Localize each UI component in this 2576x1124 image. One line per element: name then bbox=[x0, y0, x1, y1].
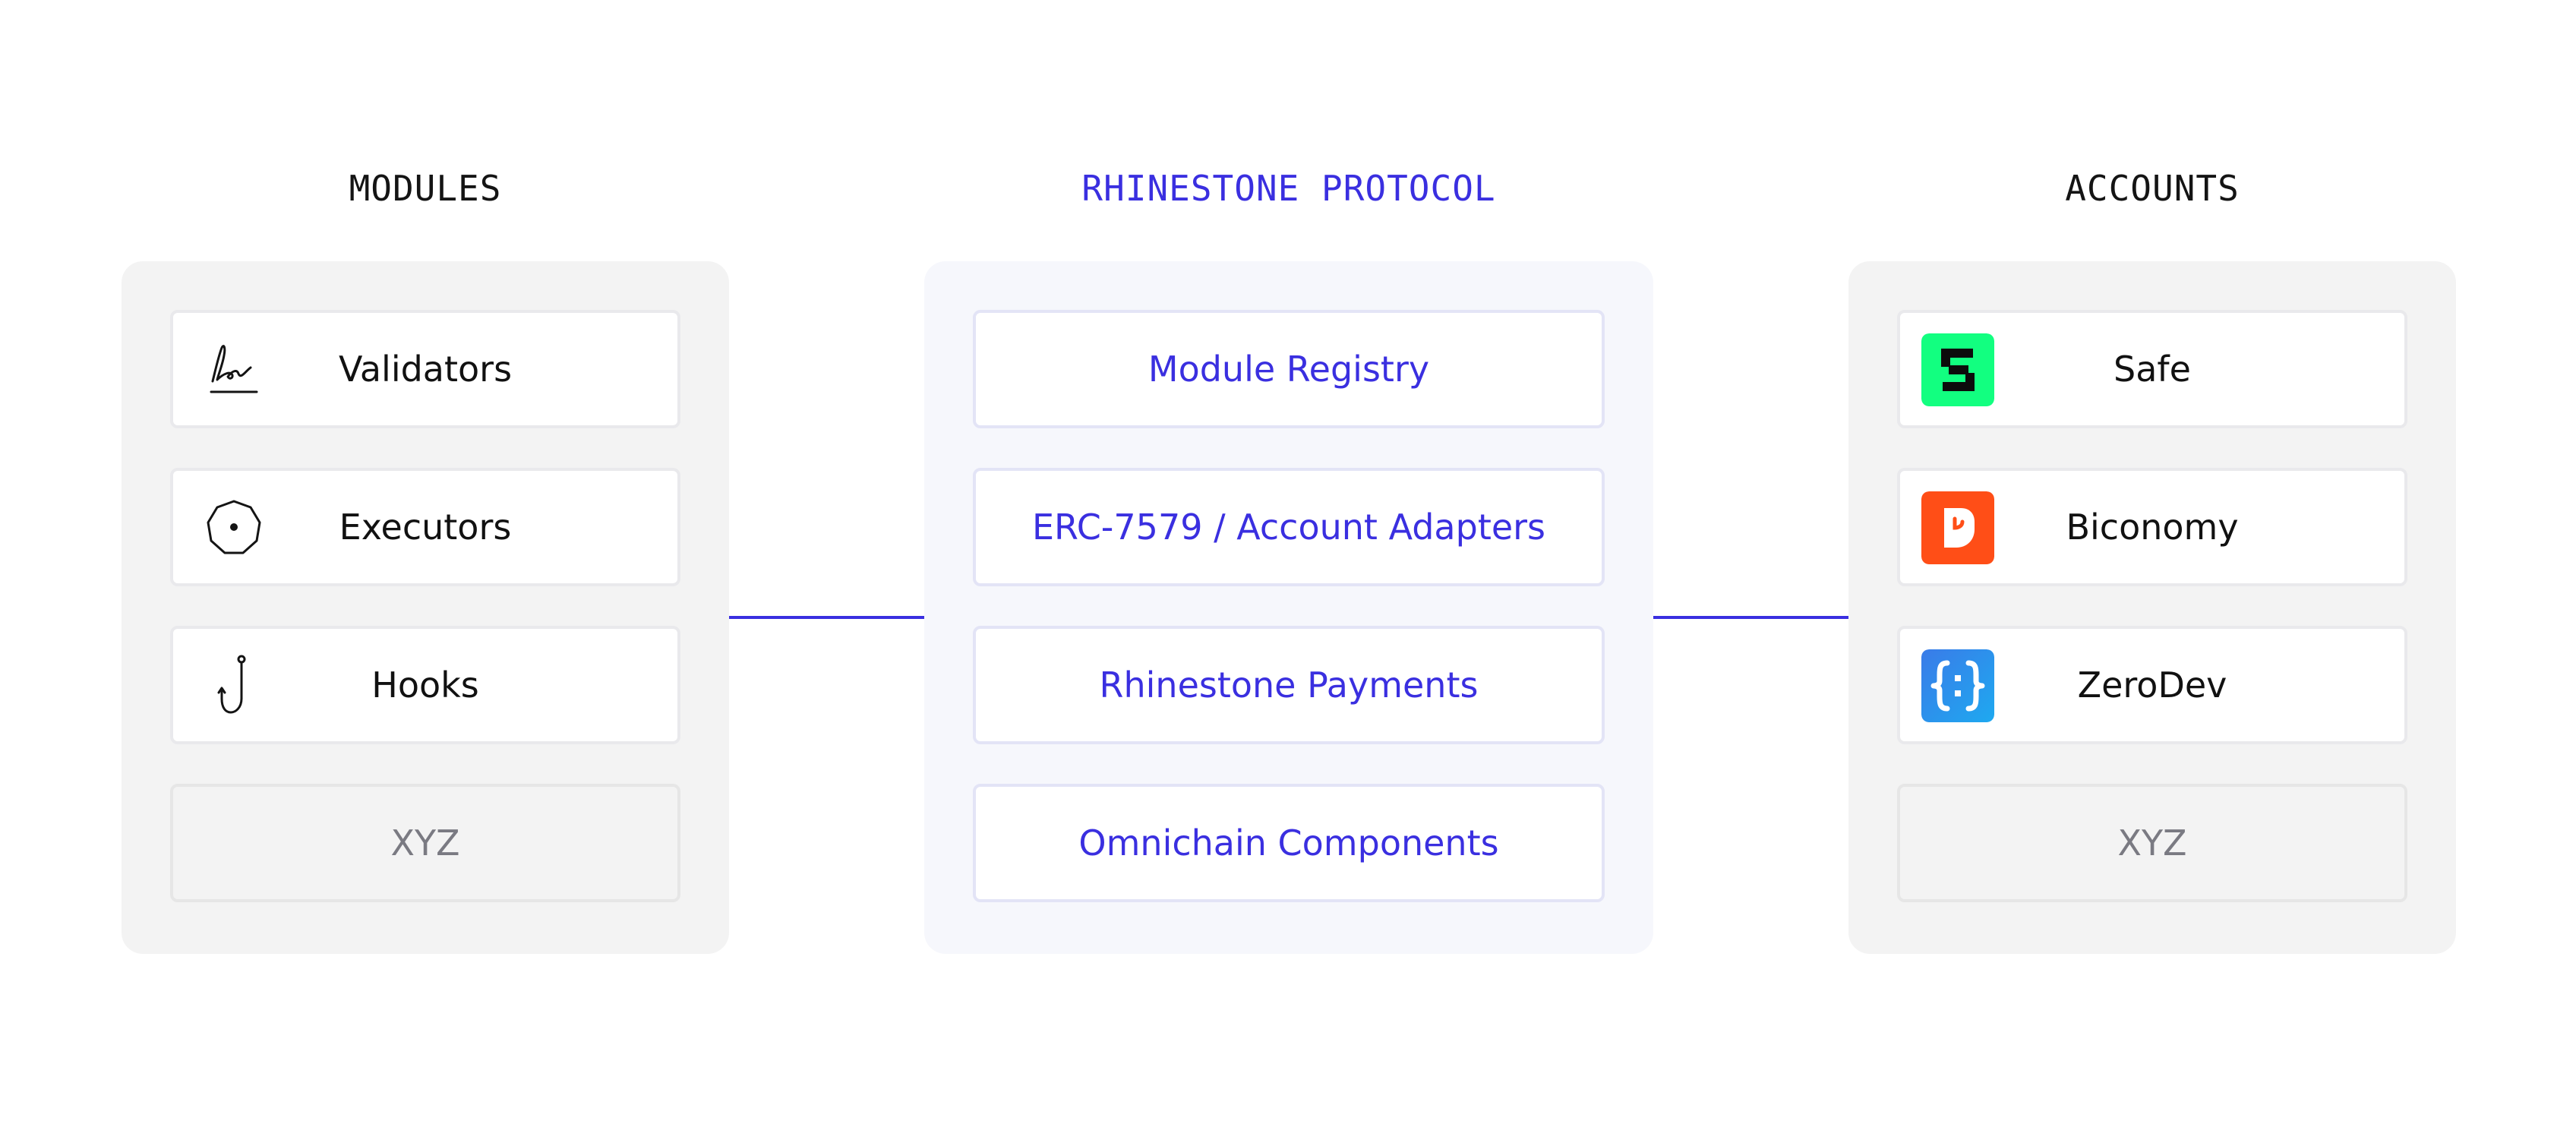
account-card-zerodev: ZeroDev bbox=[1897, 626, 2407, 744]
module-card-xyz: XYZ bbox=[170, 784, 680, 902]
hook-icon bbox=[200, 652, 267, 718]
account-label-zerodev: ZeroDev bbox=[2077, 665, 2227, 706]
module-card-validators: Validators bbox=[170, 310, 680, 428]
protocol-label-omnichain: Omnichain Components bbox=[1078, 822, 1499, 864]
accounts-title: ACCOUNTS bbox=[2065, 168, 2240, 209]
protocol-card-payments: Rhinestone Payments bbox=[973, 626, 1605, 744]
octagon-dot-icon bbox=[200, 494, 267, 560]
account-card-xyz: XYZ bbox=[1897, 784, 2407, 902]
modules-panel: Validators Executors Hooks XYZ bbox=[122, 261, 729, 954]
protocol-panel: Module Registry ERC-7579 / Account Adapt… bbox=[924, 261, 1653, 954]
protocol-label-payments: Rhinestone Payments bbox=[1099, 665, 1479, 706]
protocol-accounts-connector bbox=[1653, 616, 1848, 619]
protocol-card-module-registry: Module Registry bbox=[973, 310, 1605, 428]
protocol-title: RHINESTONE PROTOCOL bbox=[1081, 168, 1496, 209]
module-label-validators: Validators bbox=[338, 349, 513, 390]
modules-title: MODULES bbox=[349, 168, 502, 209]
biconomy-logo-icon bbox=[1921, 491, 1994, 564]
protocol-label-account-adapters: ERC-7579 / Account Adapters bbox=[1031, 507, 1546, 548]
module-card-executors: Executors bbox=[170, 468, 680, 586]
zerodev-logo-icon bbox=[1921, 649, 1994, 722]
module-label-hooks: Hooks bbox=[371, 665, 479, 706]
account-label-biconomy: Biconomy bbox=[2066, 507, 2239, 548]
modules-protocol-connector bbox=[729, 616, 924, 619]
safe-logo-icon bbox=[1921, 333, 1994, 406]
module-label-xyz: XYZ bbox=[390, 822, 460, 864]
signature-icon bbox=[200, 336, 267, 403]
protocol-card-omnichain: Omnichain Components bbox=[973, 784, 1605, 902]
account-card-biconomy: Biconomy bbox=[1897, 468, 2407, 586]
module-card-hooks: Hooks bbox=[170, 626, 680, 744]
account-card-safe: Safe bbox=[1897, 310, 2407, 428]
module-label-executors: Executors bbox=[339, 507, 512, 548]
account-label-xyz: XYZ bbox=[2117, 822, 2187, 864]
protocol-label-module-registry: Module Registry bbox=[1148, 349, 1430, 390]
account-label-safe: Safe bbox=[2114, 349, 2191, 390]
protocol-card-account-adapters: ERC-7579 / Account Adapters bbox=[973, 468, 1605, 586]
accounts-panel: Safe Biconomy bbox=[1848, 261, 2456, 954]
